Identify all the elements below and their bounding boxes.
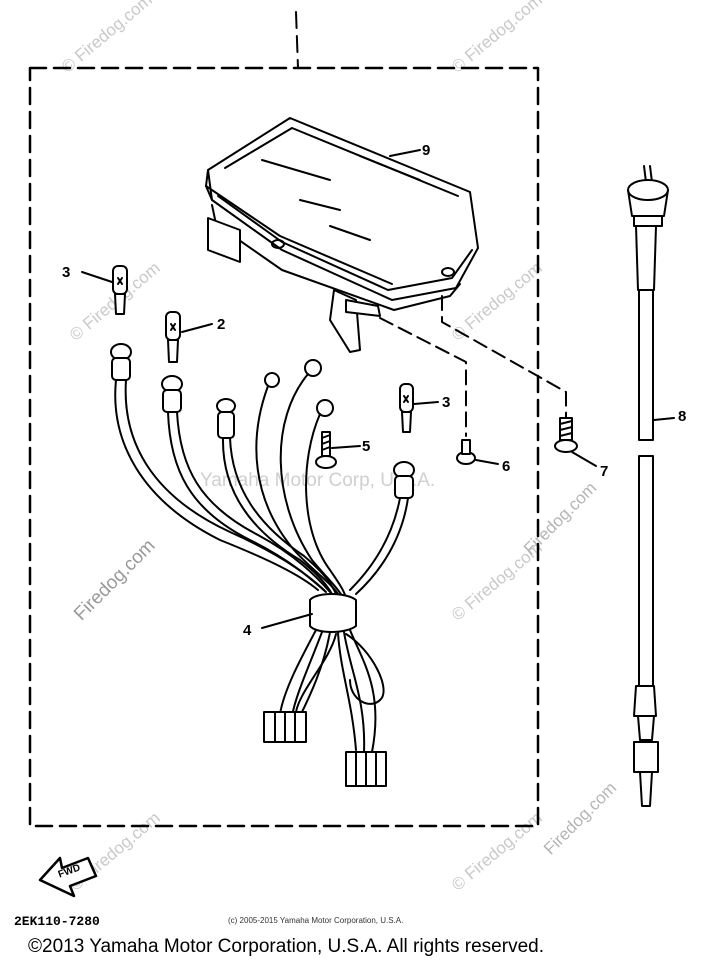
screw-7 [554, 417, 597, 467]
screw-5 [315, 431, 361, 469]
wire-harness [110, 343, 415, 787]
callout-5: 5 [362, 438, 371, 455]
callout-6: 6 [502, 458, 511, 475]
part-number: 2EK110-7280 [14, 914, 100, 929]
callout-7: 7 [600, 463, 609, 480]
callout-4: 4 [243, 622, 252, 639]
leader-lines [379, 149, 567, 437]
small-copyright: (c) 2005-2015 Yamaha Motor Corporation, … [228, 916, 404, 925]
callout-2: 2 [217, 316, 226, 333]
screw-6 [456, 439, 499, 465]
footer-copyright: ©2013 Yamaha Motor Corporation, U.S.A. A… [28, 936, 544, 957]
callout-8: 8 [678, 408, 687, 425]
speedometer-cable [627, 165, 675, 807]
bulb-right [399, 383, 439, 433]
fwd-arrow [38, 856, 98, 898]
bulb-left [81, 265, 128, 315]
assembly-frame [28, 11, 540, 828]
bulb-upper [165, 311, 213, 363]
callout-3-right: 3 [442, 394, 451, 411]
callout-3-left: 3 [62, 264, 71, 281]
callout-9: 9 [422, 142, 431, 159]
meter-housing [205, 117, 479, 353]
